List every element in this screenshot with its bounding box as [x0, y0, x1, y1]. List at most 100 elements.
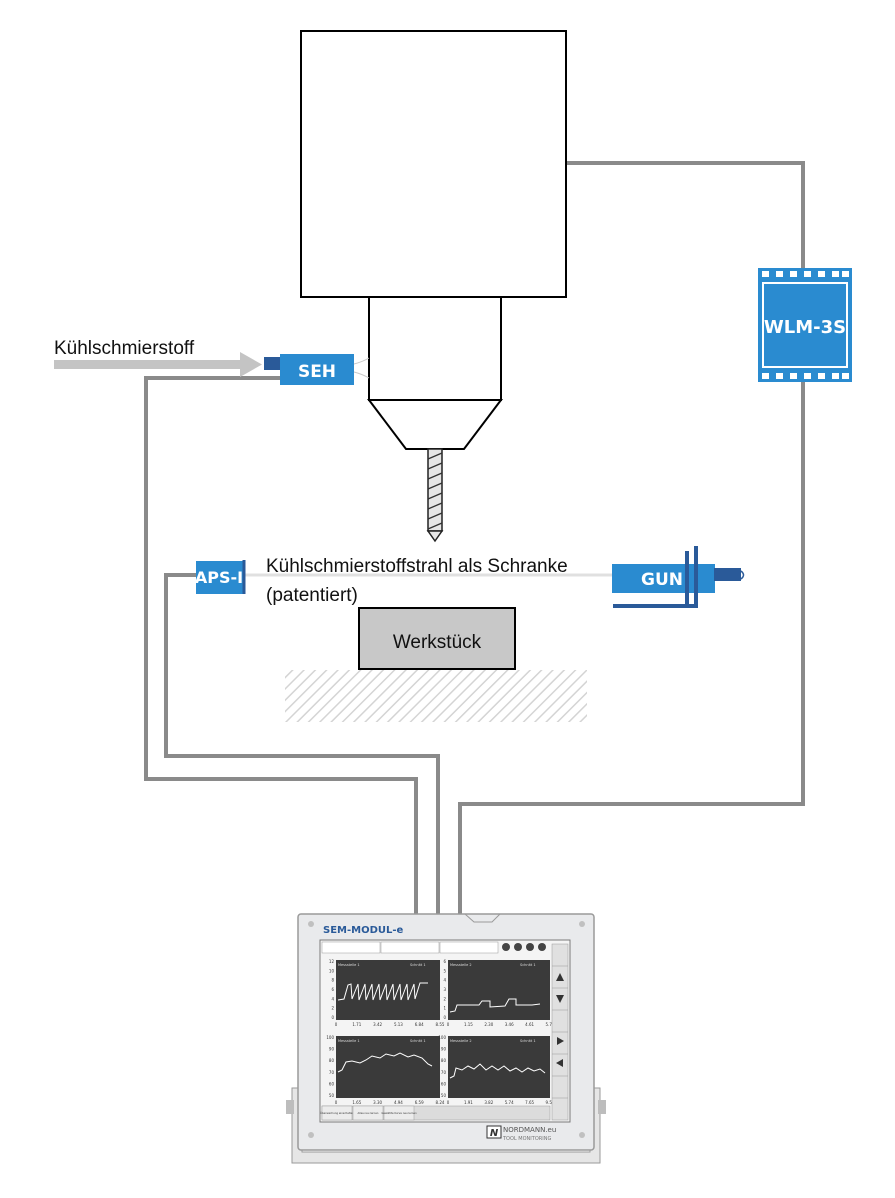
footer-button-label: Alles neu lernen — [358, 1111, 379, 1115]
y-tick-label: 100 — [326, 1035, 334, 1040]
y-tick-label: 90 — [441, 1047, 447, 1052]
x-tick-label: 3.30 — [373, 1100, 382, 1105]
coolant-label: Kühlschmierstoff — [54, 338, 195, 359]
y-tick-label: 8 — [331, 978, 334, 983]
monitor-side-toolbar — [551, 943, 569, 1121]
svg-text:Messstelle 1: Messstelle 1 — [338, 1039, 360, 1043]
x-tick-label: 5.76 — [546, 1022, 555, 1027]
y-tick-label: 4 — [443, 978, 446, 983]
x-tick-label: 5.74 — [505, 1100, 514, 1105]
seh-label: SEH — [298, 362, 336, 382]
y-tick-label: 100 — [438, 1035, 446, 1040]
monitor-brand: SEM-MODUL-e — [323, 925, 404, 936]
y-tick-label: 0 — [331, 1015, 334, 1020]
svg-text:Messstelle 2: Messstelle 2 — [450, 963, 472, 967]
coolant-arrow — [54, 352, 262, 377]
svg-text:N: N — [490, 1128, 499, 1139]
footer-button-label: Gewählte Kurve neu lernen — [381, 1111, 417, 1115]
wlm-label: WLM-3S — [764, 317, 846, 338]
y-tick-label: 60 — [441, 1081, 447, 1086]
y-tick-label: 12 — [329, 959, 335, 964]
logo-text: NORDMANN.eu — [503, 1126, 556, 1134]
x-tick-label: 0 — [335, 1022, 338, 1027]
y-tick-label: 5 — [443, 968, 446, 973]
logo-subtext: TOOL MONITORING — [502, 1136, 551, 1142]
jet-barrier-note: (patentiert) — [266, 585, 358, 606]
x-tick-label: 0 — [447, 1100, 450, 1105]
monitor-device: SEM-MODUL-e Messstelle 1 Schnitt 1 Messs… — [286, 913, 606, 1164]
svg-text:Schnitt 1: Schnitt 1 — [520, 963, 536, 967]
chart-panel-3: Messstelle 1 Schnitt 1 — [336, 1036, 440, 1098]
cables — [144, 161, 805, 915]
machine-table — [285, 670, 587, 722]
y-tick-label: 3 — [443, 987, 446, 992]
x-tick-label: 1.15 — [464, 1022, 473, 1027]
x-tick-label: 8.24 — [436, 1100, 445, 1105]
x-tick-label: 1.91 — [464, 1100, 473, 1105]
x-tick-label: 3.82 — [484, 1100, 493, 1105]
x-tick-label: 1.71 — [352, 1022, 361, 1027]
x-tick-label: 4.61 — [525, 1022, 534, 1027]
wlm-module: WLM-3S — [758, 268, 852, 382]
y-tick-label: 1 — [443, 1006, 446, 1011]
y-tick-label: 90 — [329, 1047, 335, 1052]
monitor-status-icons — [502, 943, 546, 951]
y-tick-label: 50 — [441, 1093, 447, 1098]
svg-text:Schnitt 1: Schnitt 1 — [410, 1039, 426, 1043]
workpiece-label: Werkstück — [393, 632, 482, 653]
cable-wlm-monitor — [458, 382, 805, 915]
jet-barrier-label: Kühlschmierstoffstrahl als Schranke — [266, 556, 568, 577]
cable-seh-monitor — [144, 376, 418, 915]
x-tick-label: 3.42 — [373, 1022, 382, 1027]
x-tick-label: 4.94 — [394, 1100, 403, 1105]
workpiece: Werkstück — [358, 607, 516, 670]
nordmann-logo: N NORDMANN.eu TOOL MONITORING — [486, 1125, 556, 1142]
x-tick-label: 6.59 — [415, 1100, 424, 1105]
y-tick-label: 80 — [441, 1058, 447, 1063]
footer-button[interactable] — [321, 1105, 353, 1121]
x-tick-label: 0 — [335, 1100, 338, 1105]
y-tick-label: 50 — [329, 1093, 335, 1098]
y-tick-label: 0 — [443, 1015, 446, 1020]
y-tick-label: 6 — [331, 987, 334, 992]
cable-aps-monitor — [164, 573, 440, 915]
svg-text:Messstelle 2: Messstelle 2 — [450, 1039, 472, 1043]
y-tick-label: 70 — [329, 1070, 335, 1075]
x-tick-label: 2.30 — [484, 1022, 493, 1027]
y-tick-label: 2 — [331, 1006, 334, 1011]
x-tick-label: 9.56 — [546, 1100, 555, 1105]
x-tick-label: 5.13 — [394, 1022, 403, 1027]
x-tick-label: 8.55 — [436, 1022, 445, 1027]
footer-button-label: Überwachung einschalten — [320, 1110, 354, 1115]
x-tick-label: 0 — [447, 1022, 450, 1027]
y-tick-label: 2 — [443, 996, 446, 1001]
drill-bit — [426, 448, 444, 543]
x-tick-label: 7.65 — [525, 1100, 534, 1105]
gun-module: GUN — [612, 546, 745, 608]
chart-panel-1: Messstelle 1 Schnitt 1 — [336, 960, 440, 1020]
x-tick-label: 6.84 — [415, 1022, 424, 1027]
svg-text:Schnitt 1: Schnitt 1 — [520, 1039, 536, 1043]
svg-text:Messstelle 1: Messstelle 1 — [338, 963, 360, 967]
y-tick-label: 80 — [329, 1058, 335, 1063]
gun-label: GUN — [641, 570, 683, 590]
aps-label: APS-I — [195, 568, 243, 587]
y-tick-label: 60 — [329, 1081, 335, 1086]
machine-spindle — [300, 30, 567, 450]
footer-button[interactable] — [352, 1105, 384, 1121]
svg-text:Schnitt 1: Schnitt 1 — [410, 963, 426, 967]
x-tick-label: 1.65 — [352, 1100, 361, 1105]
aps-module: APS-I — [195, 560, 246, 594]
x-tick-label: 3.46 — [505, 1022, 514, 1027]
y-tick-label: 6 — [443, 959, 446, 964]
cable-spindle-wlm — [566, 161, 805, 268]
y-tick-label: 70 — [441, 1070, 447, 1075]
y-tick-label: 4 — [331, 996, 334, 1001]
chart-panel-4: Messstelle 2 Schnitt 1 — [448, 1036, 550, 1098]
y-tick-label: 10 — [329, 968, 335, 973]
footer-button[interactable] — [383, 1105, 415, 1121]
chart-panel-2: Messstelle 2 Schnitt 1 — [448, 960, 550, 1020]
